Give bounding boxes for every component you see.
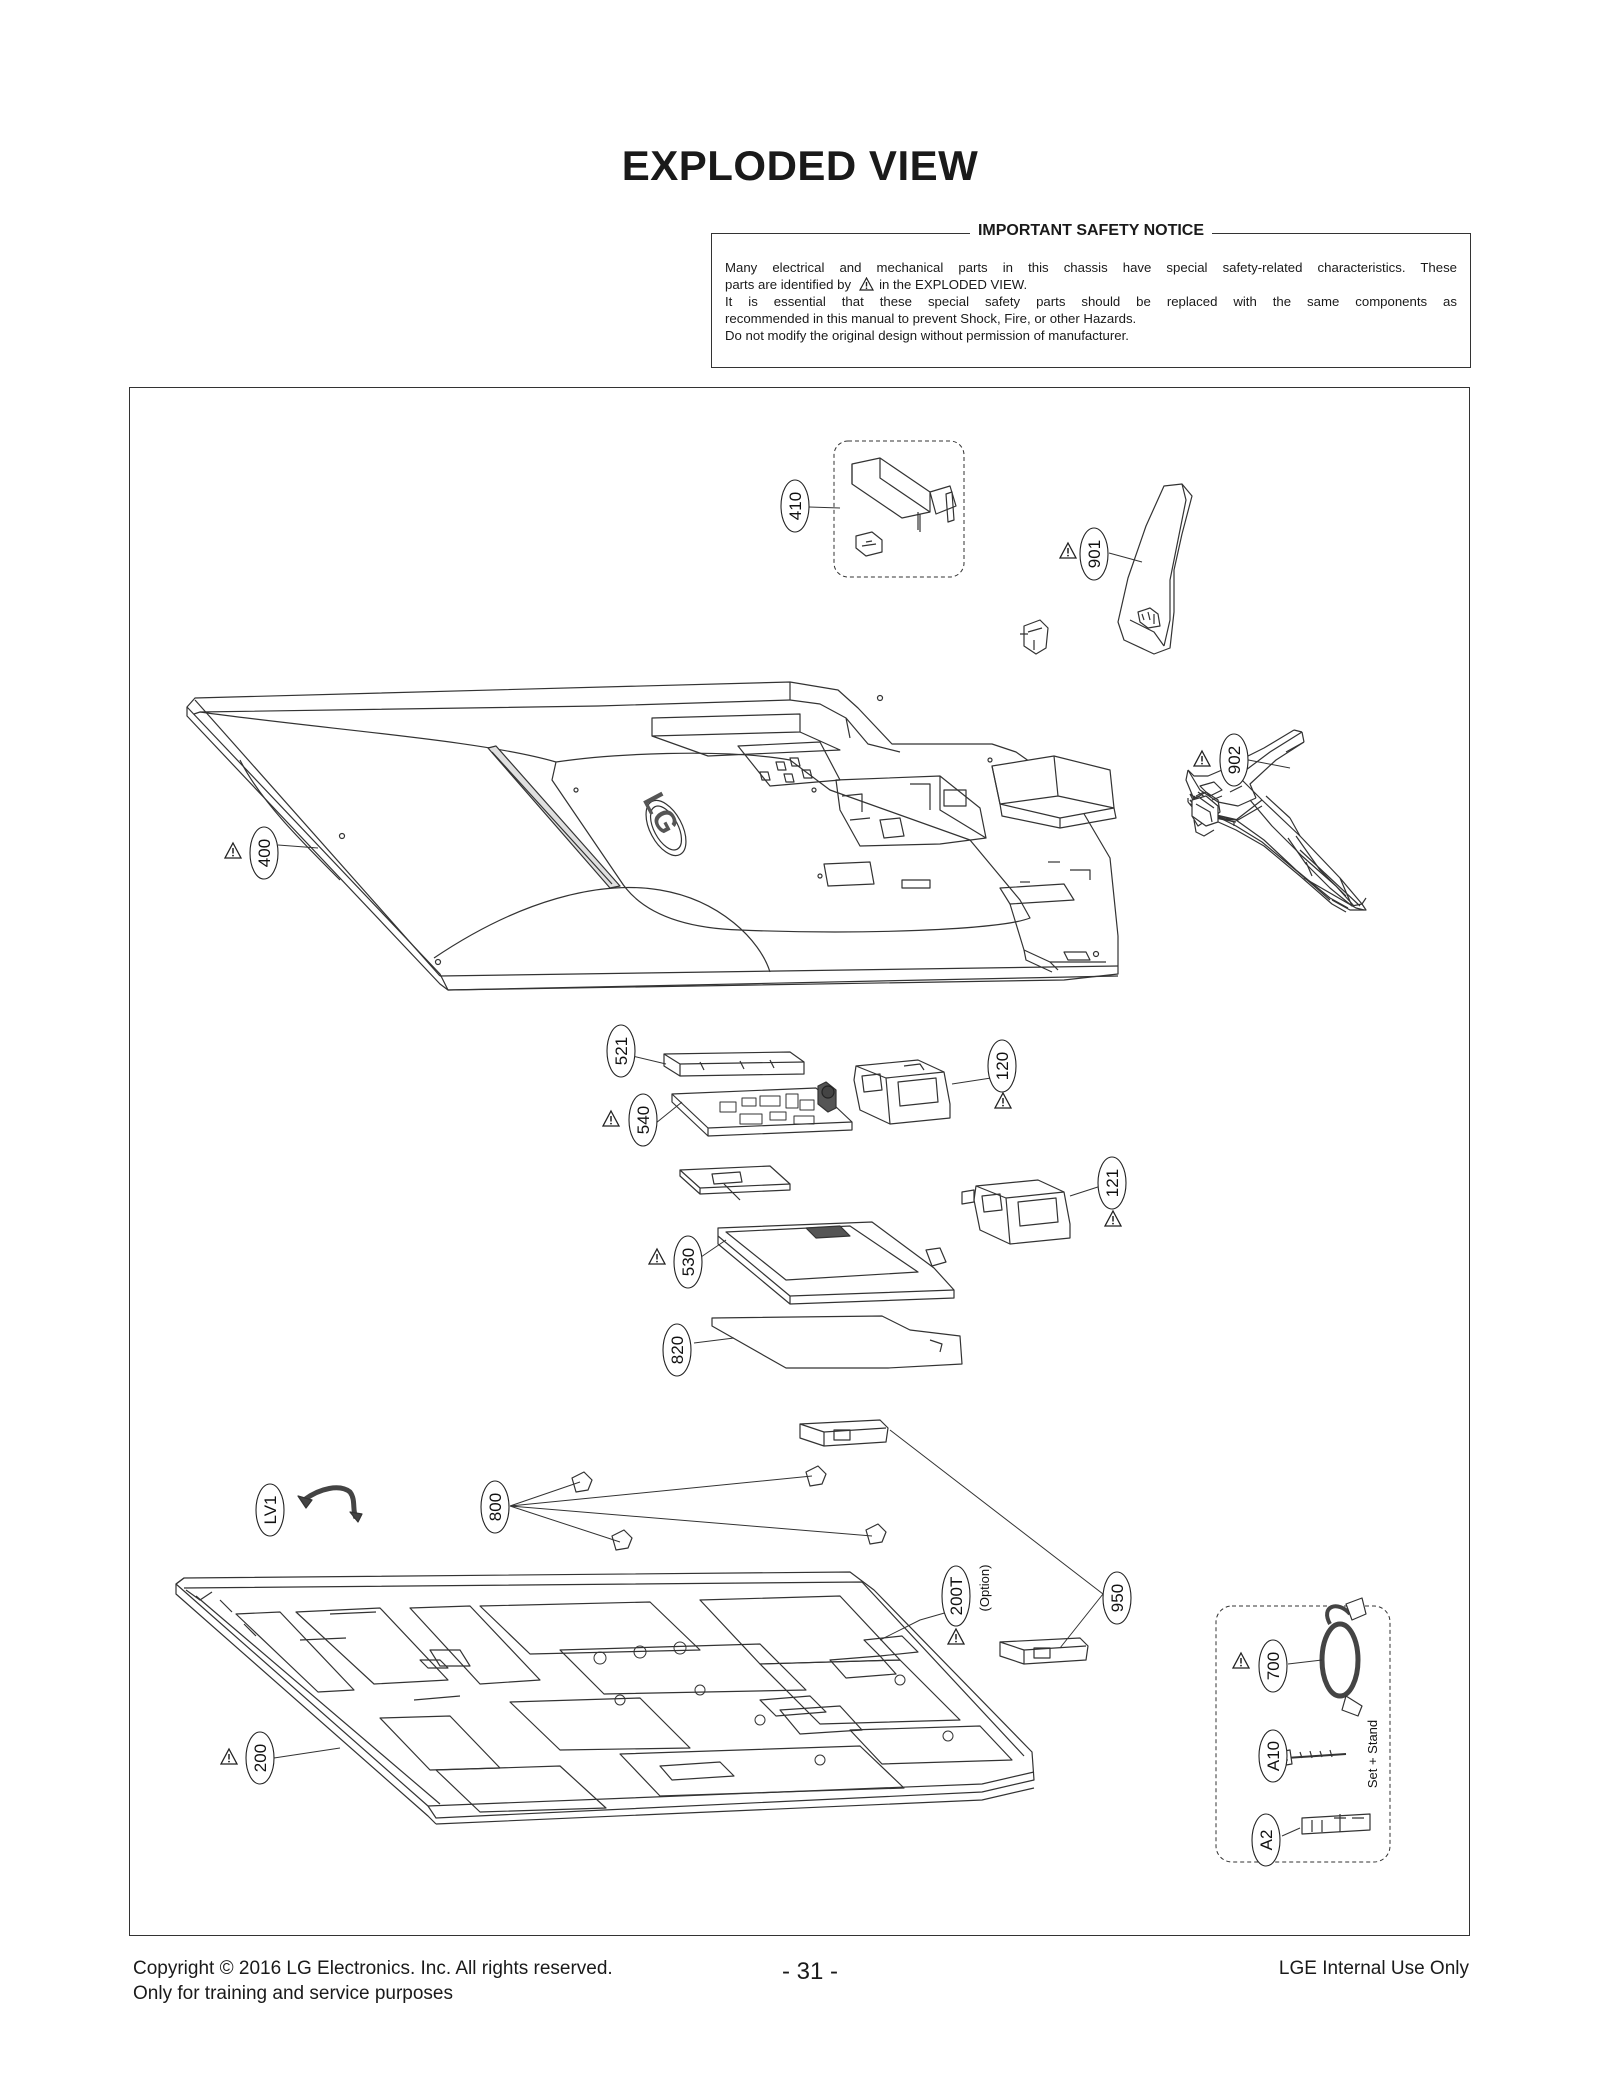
warning-icon-901 — [1059, 542, 1077, 559]
callout-A10: A10 — [1258, 1729, 1288, 1783]
svg-text:540: 540 — [634, 1106, 653, 1134]
safety-notice-box: IMPORTANT SAFETY NOTICE Many electrical … — [711, 222, 1471, 368]
warning-icon-200T — [947, 1628, 965, 1645]
callout-200T: 200T — [941, 1565, 971, 1627]
callout-530: 530 — [673, 1235, 703, 1289]
warning-icon-400 — [224, 842, 242, 859]
accessories-group — [1215, 1597, 1391, 1863]
callout-902: 902 — [1219, 733, 1249, 787]
part-901-stand-neck — [1020, 483, 1193, 655]
warning-icon-540 — [602, 1110, 620, 1127]
warning-icon-902 — [1193, 750, 1211, 767]
warning-icon-200 — [220, 1748, 238, 1765]
part-521-bracket — [663, 1051, 805, 1077]
svg-text:400: 400 — [255, 839, 274, 867]
footer-copyright: Copyright © 2016 LG Electronics. Inc. Al… — [133, 1958, 613, 1979]
callout-120: 120 — [987, 1039, 1017, 1093]
svg-text:530: 530 — [679, 1248, 698, 1276]
svg-text:410: 410 — [786, 492, 805, 520]
warning-icon-120 — [994, 1092, 1012, 1109]
callout-800: 800 — [480, 1480, 510, 1534]
safety-notice-text: Many electrical and mechanical parts in … — [725, 259, 1457, 344]
svg-text:200T: 200T — [947, 1577, 966, 1616]
notice-line-3: It is essential that these special safet… — [725, 294, 1457, 309]
part-530-power-board — [717, 1221, 955, 1305]
callout-410: 410 — [780, 479, 810, 533]
warning-icon-530 — [648, 1248, 666, 1265]
callout-950: 950 — [1102, 1571, 1132, 1625]
part-902-clip — [1191, 795, 1219, 827]
callout-A2: A2 — [1251, 1813, 1281, 1867]
svg-text:902: 902 — [1225, 746, 1244, 774]
set-stand-label: Set + Stand — [1365, 1720, 1380, 1788]
part-121-speaker — [961, 1179, 1071, 1245]
warning-triangle-icon — [859, 277, 875, 291]
warning-icon-700 — [1232, 1652, 1250, 1669]
part-sub-board — [679, 1165, 791, 1201]
notice-line-4: recommended in this manual to prevent Sh… — [725, 311, 1137, 326]
footer-purpose: Only for training and service purposes — [133, 1983, 453, 2004]
part-400-back-cover — [186, 681, 1119, 991]
svg-text:950: 950 — [1108, 1584, 1127, 1612]
notice-line-5: Do not modify the original design withou… — [725, 328, 1129, 343]
warning-icon-121 — [1104, 1210, 1122, 1227]
part-820-sheet — [711, 1315, 963, 1369]
svg-text:800: 800 — [486, 1493, 505, 1521]
svg-text:A10: A10 — [1264, 1741, 1283, 1771]
part-902-stand-base — [1185, 729, 1367, 913]
exploded-view-frame — [129, 387, 1470, 1936]
notice-line-2: parts are identified by in the EXPLODED V… — [725, 276, 1457, 293]
svg-text:120: 120 — [993, 1052, 1012, 1080]
callout-540: 540 — [628, 1093, 658, 1147]
notice-line-2-start: parts are identified by — [725, 277, 852, 292]
callout-700: 700 — [1258, 1639, 1288, 1693]
part-800-clips — [571, 1465, 887, 1551]
svg-text:521: 521 — [612, 1037, 631, 1065]
part-200-panel — [175, 1571, 1035, 1825]
svg-text:820: 820 — [668, 1336, 687, 1364]
svg-text:901: 901 — [1085, 540, 1104, 568]
callout-901: 901 — [1079, 527, 1109, 581]
callout-121: 121 — [1097, 1156, 1127, 1210]
callout-LV1: LV1 — [255, 1483, 285, 1537]
part-540-main-board — [671, 1081, 853, 1137]
option-label: (Option) — [977, 1565, 992, 1612]
callout-200: 200 — [245, 1731, 275, 1785]
callout-521: 521 — [606, 1024, 636, 1078]
notice-line-1: Many electrical and mechanical parts in … — [725, 260, 1457, 275]
page-title: EXPLODED VIEW — [621, 142, 979, 189]
part-950-brackets — [799, 1419, 1089, 1665]
part-410-brackets — [833, 440, 965, 578]
footer-page-number: - 31 - — [781, 1958, 838, 1985]
svg-text:A2: A2 — [1257, 1830, 1276, 1851]
callout-400: 400 — [249, 826, 279, 880]
svg-text:700: 700 — [1264, 1652, 1283, 1680]
part-120-speaker — [853, 1059, 951, 1125]
svg-text:121: 121 — [1103, 1169, 1122, 1197]
svg-text:LV1: LV1 — [261, 1496, 280, 1525]
footer-internal-use: LGE Internal Use Only — [1278, 1958, 1469, 1979]
callout-820: 820 — [662, 1323, 692, 1377]
notice-line-2-end: in the EXPLODED VIEW. — [879, 277, 1028, 292]
safety-notice-title: IMPORTANT SAFETY NOTICE — [969, 222, 1213, 239]
part-LV1-cable — [297, 1485, 363, 1523]
svg-text:200: 200 — [251, 1744, 270, 1772]
